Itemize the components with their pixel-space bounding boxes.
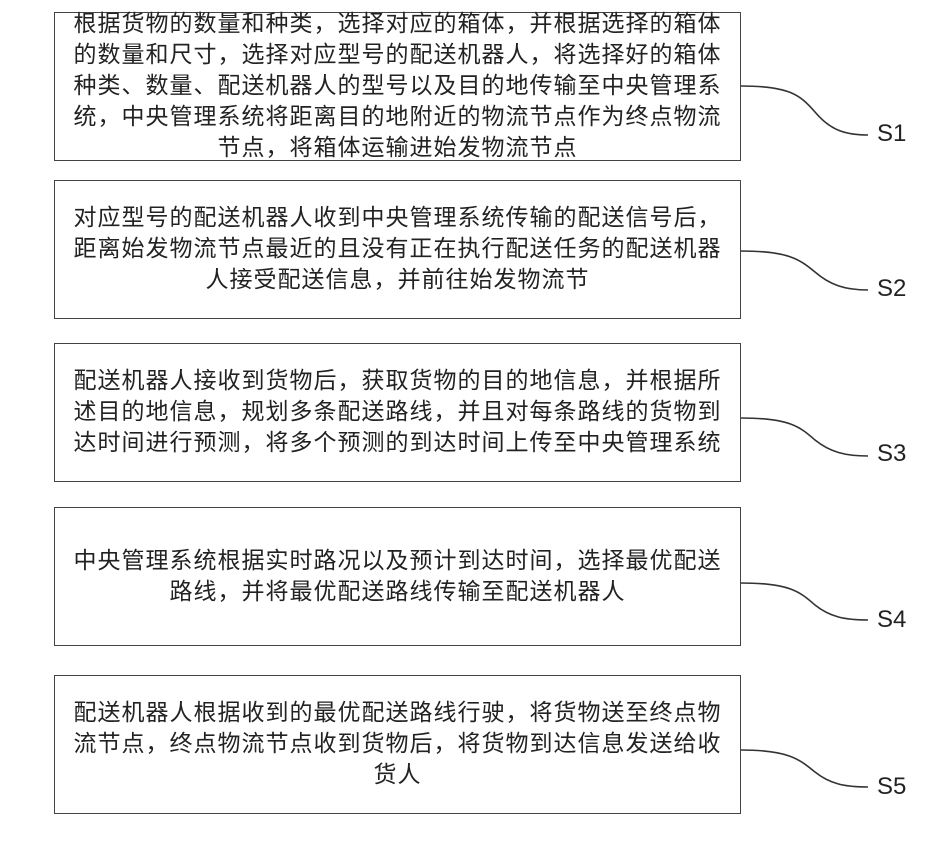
step-label-s2: S2 xyxy=(877,275,906,303)
step-label-s4: S4 xyxy=(877,606,906,634)
leader-line-s3 xyxy=(741,418,868,456)
step-label-s5: S5 xyxy=(877,773,906,801)
step-label-s1: S1 xyxy=(877,120,906,148)
leader-line-s5 xyxy=(741,750,868,787)
step-label-s3: S3 xyxy=(877,440,906,468)
leader-line-s4 xyxy=(741,583,868,620)
leader-line-s1 xyxy=(741,86,868,135)
leader-line-s2 xyxy=(741,251,868,290)
